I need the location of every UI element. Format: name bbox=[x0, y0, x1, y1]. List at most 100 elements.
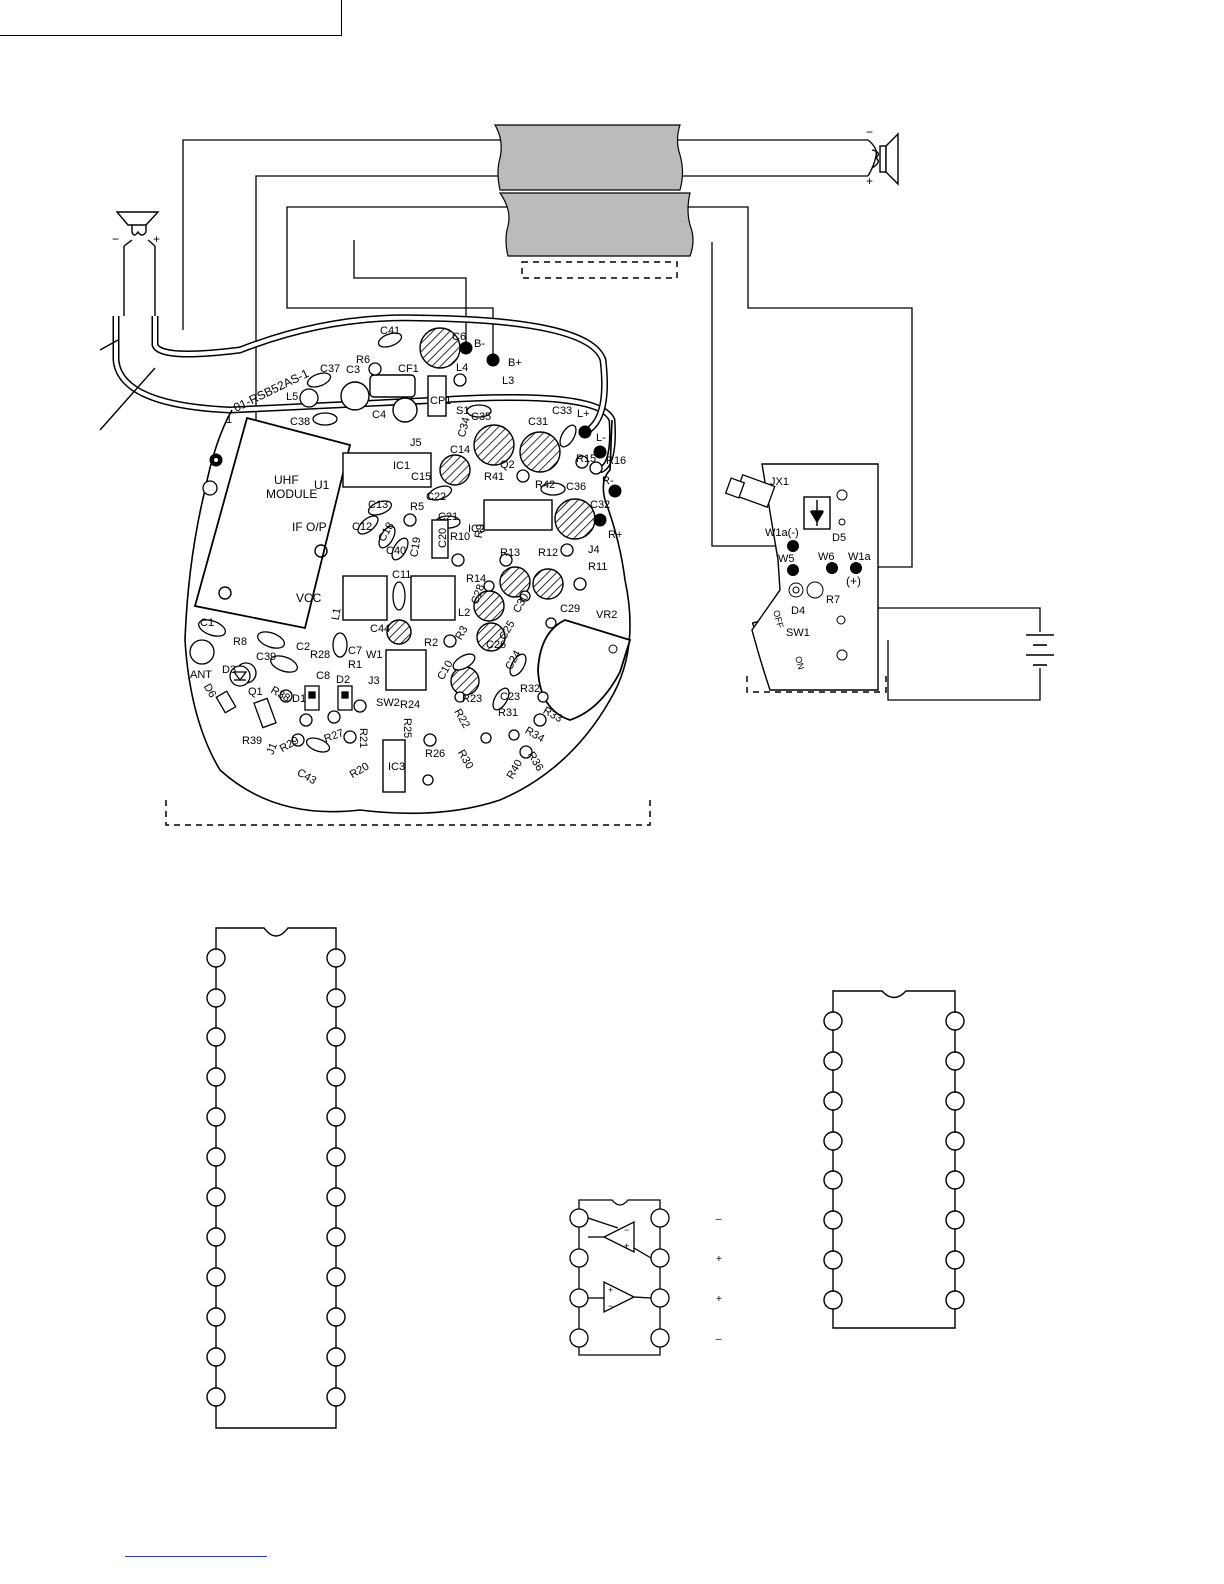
switch-board: JX1 D5 W1a(-) W5 W6 W1a (+) D4 R7 OFF SW… bbox=[724, 463, 879, 691]
svg-text:W1: W1 bbox=[366, 649, 383, 661]
svg-text:R32: R32 bbox=[520, 683, 540, 695]
battery-icon bbox=[1026, 634, 1054, 666]
svg-text:C41: C41 bbox=[380, 325, 400, 337]
svg-text:ON: ON bbox=[793, 655, 806, 671]
speaker-minus-label: − bbox=[866, 125, 873, 139]
svg-text:R13: R13 bbox=[500, 547, 520, 559]
svg-text:L3: L3 bbox=[502, 375, 514, 387]
svg-text:D3: D3 bbox=[222, 664, 236, 676]
svg-text:C23: C23 bbox=[500, 691, 520, 703]
svg-text:R-: R- bbox=[602, 475, 614, 487]
opamp-pin-marks: – + + – bbox=[716, 1214, 722, 1345]
svg-text:C12: C12 bbox=[352, 521, 372, 533]
svg-text:C36: C36 bbox=[566, 481, 586, 493]
svg-text:Q1: Q1 bbox=[248, 686, 263, 698]
svg-text:C39: C39 bbox=[256, 651, 276, 663]
svg-text:J3: J3 bbox=[368, 675, 380, 687]
svg-text:J5: J5 bbox=[410, 437, 422, 449]
svg-text:D4: D4 bbox=[791, 605, 805, 617]
svg-text:−: − bbox=[608, 1301, 613, 1311]
svg-text:B+: B+ bbox=[508, 357, 522, 369]
svg-text:S1: S1 bbox=[456, 405, 469, 417]
svg-text:CP1: CP1 bbox=[430, 395, 451, 407]
svg-text:R9: R9 bbox=[473, 523, 487, 539]
svg-text:JX1: JX1 bbox=[770, 476, 789, 488]
svg-text:R6: R6 bbox=[356, 354, 370, 366]
svg-text:W6: W6 bbox=[818, 551, 835, 563]
svg-text:C26: C26 bbox=[486, 639, 506, 651]
svg-text:J4: J4 bbox=[588, 544, 600, 556]
svg-text:OFF: OFF bbox=[771, 609, 785, 629]
svg-text:R27: R27 bbox=[322, 727, 345, 745]
main-board-outline bbox=[184, 409, 631, 815]
header-box bbox=[0, 0, 342, 36]
svg-text:C31: C31 bbox=[528, 416, 548, 428]
svg-text:C37: C37 bbox=[320, 363, 340, 375]
svg-text:L4: L4 bbox=[456, 362, 468, 374]
svg-text:R15: R15 bbox=[576, 453, 596, 465]
svg-text:1: 1 bbox=[226, 414, 232, 426]
svg-text:C35: C35 bbox=[471, 411, 491, 423]
svg-text:+: + bbox=[716, 1254, 722, 1265]
svg-text:R8: R8 bbox=[233, 636, 247, 648]
svg-text:C34: C34 bbox=[456, 416, 473, 439]
svg-text:R20: R20 bbox=[348, 761, 371, 781]
harness-bundle-bottom bbox=[498, 192, 694, 257]
svg-text:C14: C14 bbox=[450, 444, 470, 456]
svg-text:+: + bbox=[716, 1294, 722, 1305]
svg-text:IC2: IC2 bbox=[468, 523, 485, 535]
svg-text:C2: C2 bbox=[296, 641, 310, 653]
dashed-marker-top bbox=[521, 261, 678, 279]
svg-text:C11: C11 bbox=[392, 569, 411, 581]
svg-text:R36: R36 bbox=[525, 750, 545, 773]
svg-text:R30: R30 bbox=[455, 748, 475, 771]
svg-text:R41: R41 bbox=[484, 471, 504, 483]
svg-text:C6: C6 bbox=[452, 331, 466, 343]
svg-text:C4: C4 bbox=[372, 409, 386, 421]
svg-text:C38: C38 bbox=[290, 416, 310, 428]
wire-terminals bbox=[209, 341, 622, 527]
svg-text:D2: D2 bbox=[336, 674, 350, 686]
svg-text:L-: L- bbox=[596, 432, 606, 444]
svg-text:C21: C21 bbox=[438, 511, 458, 523]
speaker-plus-label: + bbox=[866, 174, 873, 188]
svg-text:R5: R5 bbox=[410, 501, 424, 513]
svg-text:C29: C29 bbox=[560, 603, 580, 615]
potentiometer-icon bbox=[537, 619, 632, 721]
svg-text:R39: R39 bbox=[242, 735, 262, 747]
svg-text:VR2: VR2 bbox=[596, 609, 617, 621]
svg-text:R11: R11 bbox=[588, 561, 607, 573]
svg-text:IC3: IC3 bbox=[388, 761, 405, 773]
svg-text:−: − bbox=[112, 232, 119, 246]
jack-icon bbox=[724, 474, 776, 508]
svg-text:R31: R31 bbox=[498, 707, 518, 719]
svg-text:C40: C40 bbox=[386, 545, 406, 557]
svg-text:(+): (+) bbox=[846, 574, 861, 588]
svg-text:R14: R14 bbox=[466, 573, 486, 585]
svg-text:B-: B- bbox=[474, 338, 485, 350]
svg-text:Q2: Q2 bbox=[500, 459, 515, 471]
ic-dual-opamp: − + + − bbox=[569, 1199, 670, 1356]
svg-text:R26: R26 bbox=[425, 748, 445, 760]
svg-text:L+: L+ bbox=[577, 408, 590, 420]
svg-text:W5: W5 bbox=[778, 553, 795, 565]
svg-text:R2: R2 bbox=[424, 637, 438, 649]
left-speaker-icon: − + bbox=[99, 211, 616, 474]
svg-text:C33: C33 bbox=[552, 405, 572, 417]
svg-text:−: − bbox=[624, 1225, 629, 1235]
svg-text:W1a: W1a bbox=[848, 551, 872, 563]
svg-text:C7: C7 bbox=[348, 645, 362, 657]
svg-text:IC1: IC1 bbox=[393, 460, 410, 472]
svg-text:ANT: ANT bbox=[190, 669, 212, 681]
svg-text:C19: C19 bbox=[408, 536, 423, 558]
svg-text:L1: L1 bbox=[330, 607, 344, 621]
svg-text:SW1: SW1 bbox=[786, 627, 810, 639]
svg-text:–: – bbox=[716, 1214, 722, 1225]
ic-dip16-footprint bbox=[823, 990, 965, 1329]
svg-text:C43: C43 bbox=[295, 767, 318, 787]
svg-text:R24: R24 bbox=[400, 699, 420, 711]
pads bbox=[189, 362, 603, 786]
electrolytic-caps bbox=[340, 327, 596, 696]
svg-text:C8: C8 bbox=[316, 670, 330, 682]
svg-text:–: – bbox=[716, 1334, 722, 1345]
